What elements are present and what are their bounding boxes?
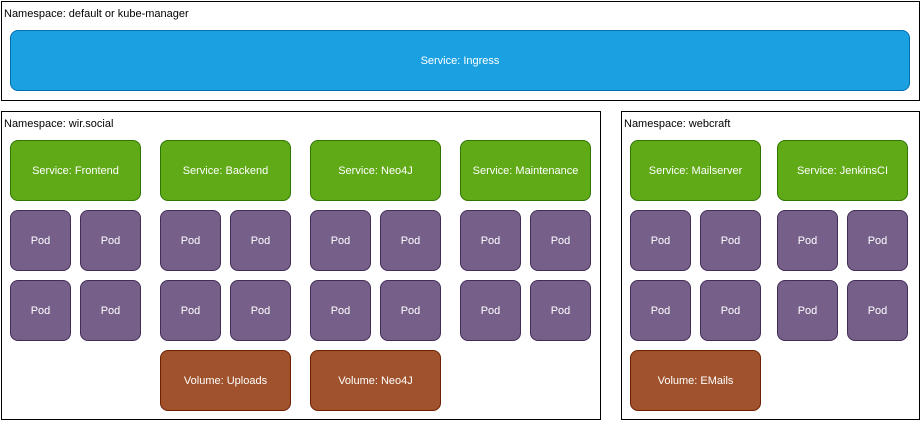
service-maintenance[interactable]: Service: Maintenance: [460, 140, 591, 201]
pod[interactable]: Pod: [230, 280, 291, 341]
pod[interactable]: Pod: [847, 210, 908, 271]
pod[interactable]: Pod: [80, 280, 141, 341]
pod[interactable]: Pod: [777, 280, 838, 341]
pod[interactable]: Pod: [380, 280, 441, 341]
pod[interactable]: Pod: [700, 210, 761, 271]
volume-uploads[interactable]: Volume: Uploads: [160, 350, 291, 411]
pod[interactable]: Pod: [160, 210, 221, 271]
pod[interactable]: Pod: [530, 210, 591, 271]
service-backend[interactable]: Service: Backend: [160, 140, 291, 201]
namespace-webcraft-label: Namespace: webcraft: [624, 118, 731, 130]
pod[interactable]: Pod: [530, 280, 591, 341]
service-jenkinsci[interactable]: Service: JenkinsCI: [777, 140, 908, 201]
volume-neo4j[interactable]: Volume: Neo4J: [310, 350, 441, 411]
service-frontend[interactable]: Service: Frontend: [10, 140, 141, 201]
namespace-default-label: Namespace: default or kube-manager: [4, 8, 189, 20]
pod[interactable]: Pod: [310, 280, 371, 341]
service-neo4j[interactable]: Service: Neo4J: [310, 140, 441, 201]
pod[interactable]: Pod: [777, 210, 838, 271]
pod[interactable]: Pod: [80, 210, 141, 271]
service-ingress[interactable]: Service: Ingress: [10, 30, 910, 91]
pod[interactable]: Pod: [630, 210, 691, 271]
pod[interactable]: Pod: [460, 210, 521, 271]
pod[interactable]: Pod: [10, 210, 71, 271]
pod[interactable]: Pod: [380, 210, 441, 271]
pod[interactable]: Pod: [230, 210, 291, 271]
pod[interactable]: Pod: [310, 210, 371, 271]
pod[interactable]: Pod: [700, 280, 761, 341]
pod[interactable]: Pod: [10, 280, 71, 341]
volume-emails[interactable]: Volume: EMails: [630, 350, 761, 411]
pod[interactable]: Pod: [847, 280, 908, 341]
namespace-wirsocial-label: Namespace: wir.social: [4, 118, 114, 130]
pod[interactable]: Pod: [460, 280, 521, 341]
pod[interactable]: Pod: [630, 280, 691, 341]
service-mailserver[interactable]: Service: Mailserver: [630, 140, 761, 201]
pod[interactable]: Pod: [160, 280, 221, 341]
